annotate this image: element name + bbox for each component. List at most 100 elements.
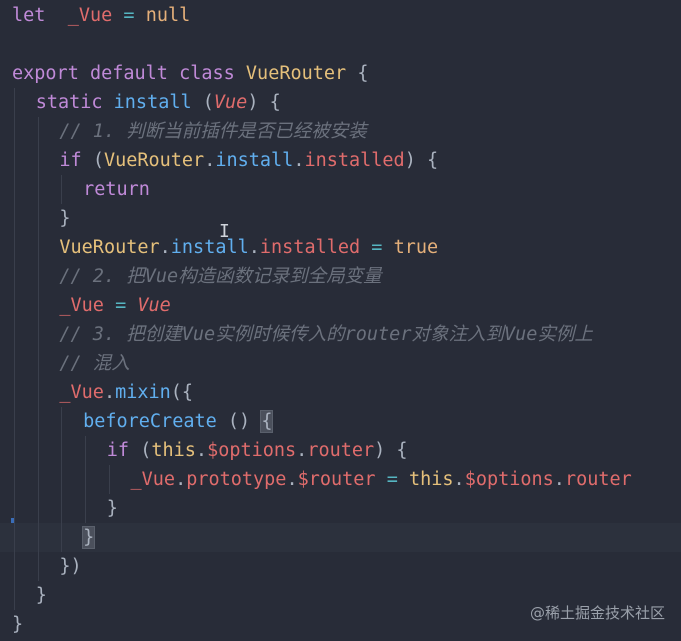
code-line[interactable]: _Vue.prototype.$router = this.$options.r… [0,465,681,494]
code-token [376,469,387,490]
code-token: = [123,5,135,26]
code-token: ) [374,440,386,461]
code-text: VueRouter.install.installed = true [59,233,438,262]
code-line[interactable]: // 混入 [0,349,681,378]
code-token [385,440,396,461]
code-token: VueRouter [245,63,347,84]
code-token: class [179,63,235,84]
code-line[interactable]: } [0,494,681,523]
code-token [235,63,246,84]
code-token: installed [259,237,361,258]
indent-guide [37,494,39,523]
code-token: . [553,469,565,490]
code-token: if [106,440,130,461]
code-line[interactable]: } [0,204,681,233]
code-line[interactable]: } [0,523,681,552]
code-token: . [248,237,260,258]
code-text: if (VueRouter.install.installed) { [59,146,438,175]
code-token: static [35,92,103,113]
code-token: router [307,440,375,461]
code-line[interactable]: if (VueRouter.install.installed) { [0,146,681,175]
code-token: $router [297,469,376,490]
code-line[interactable]: // 3. 把创建Vue实例时候传入的router对象注入到Vue实例上 [0,320,681,349]
code-token: } [106,498,118,519]
code-token: . [175,469,187,490]
code-token: } [59,208,71,229]
code-line[interactable]: _Vue = Vue [0,291,681,320]
code-line[interactable]: } [0,581,681,610]
indent-guide [37,465,39,494]
code-token: . [453,469,465,490]
code-line[interactable]: return [0,175,681,204]
code-text: } [82,523,96,552]
code-token: ( [140,440,152,461]
indent-guide [37,233,39,262]
code-token: ) [404,150,416,171]
code-token: { [426,150,439,171]
code-token: { [357,63,369,84]
text-cursor-icon: I [219,221,230,242]
code-line[interactable]: if (this.$options.router) { [0,436,681,465]
indent-guide [37,146,39,175]
code-line[interactable]: VueRouter.install.installed = true [0,233,681,262]
code-token: let [12,5,46,26]
indent-guide [14,117,15,146]
code-token: default [89,63,168,84]
code-token [398,469,409,490]
indent-guide [37,204,39,233]
indent-guide [37,523,39,552]
code-text: } [59,204,70,233]
code-token: return [83,179,150,200]
indent-guide [14,436,15,465]
code-line[interactable]: export default class VueRouter { [0,59,681,88]
code-token: install [113,92,192,113]
code-token: router [564,469,632,490]
code-token: Vue [213,92,248,113]
code-token [103,92,114,113]
code-token: installed [304,150,405,171]
code-line[interactable]: beforeCreate () { [0,407,681,436]
indent-guide [14,523,15,552]
code-token: $options [464,469,554,490]
code-token [45,5,67,26]
code-token: . [293,150,305,171]
code-line[interactable] [0,30,681,59]
code-token: _Vue [59,295,104,316]
code-token: . [204,150,216,171]
code-token: = [386,469,398,490]
code-token: . [103,382,116,403]
code-token: prototype [186,469,287,490]
code-token [112,5,123,26]
indent-guide [85,465,87,494]
code-token [360,237,371,258]
code-text: export default class VueRouter { [12,59,368,88]
code-token: } [12,614,24,635]
watermark: @稀土掘金技术社区 [529,604,665,622]
indent-guide [14,407,15,436]
code-token: . [286,469,298,490]
code-text: return [83,175,150,204]
code-line[interactable]: static install (Vue) { [0,88,681,117]
code-line[interactable]: }) [0,552,681,581]
indent-guide [14,88,15,117]
code-token: }) [59,556,82,577]
indent-guide [61,407,63,436]
code-token: _Vue [67,5,113,26]
code-line[interactable]: _Vue.mixin({ [0,378,681,407]
code-token: _Vue [130,469,176,490]
indent-guide [14,175,15,204]
code-token [258,92,269,113]
code-line[interactable]: // 2. 把Vue构造函数记录到全局变量 [0,262,681,291]
code-text: let _Vue = null [12,1,190,30]
code-text: // 3. 把创建Vue实例时候传入的router对象注入到Vue实例上 [59,320,593,349]
code-token [382,237,393,258]
code-line[interactable]: let _Vue = null [0,1,681,30]
code-line[interactable]: } [0,610,681,639]
indent-guide [14,291,15,320]
code-token: null [145,5,191,26]
indent-guide [85,494,87,523]
code-line[interactable]: // 1. 判断当前插件是否已经被安装 [0,117,681,146]
indent-guide [61,175,63,204]
code-text: _Vue.prototype.$router = this.$options.r… [131,465,632,494]
